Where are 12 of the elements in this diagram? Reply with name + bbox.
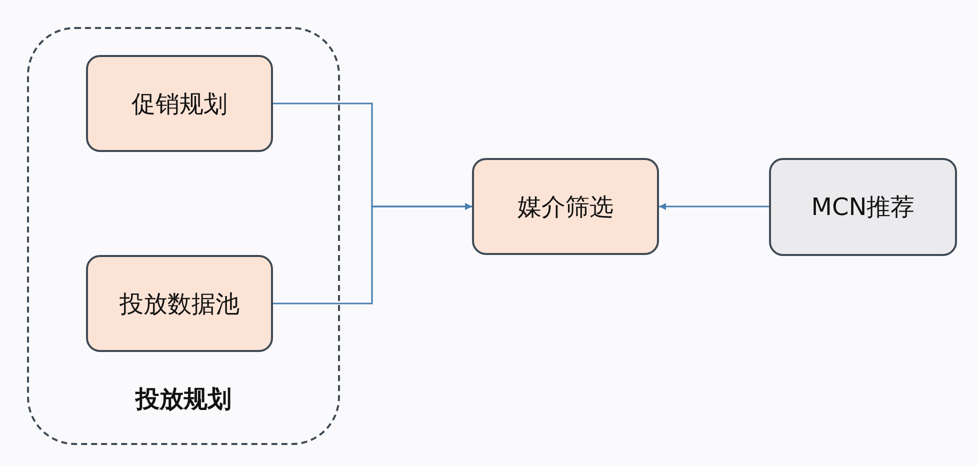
node-label: 投放数据池 <box>120 288 240 320</box>
process-box <box>769 158 957 256</box>
process-box <box>86 255 273 352</box>
process-box <box>86 55 273 152</box>
node-label: MCN推荐 <box>811 192 915 223</box>
node-label: 媒介筛选 <box>518 192 614 222</box>
arrow <box>273 203 472 304</box>
process-box <box>472 158 659 255</box>
dashed-group-box <box>27 27 340 445</box>
arrow <box>659 203 769 210</box>
node-label: 促销规划 <box>132 88 228 120</box>
group-title: 投放规划 <box>134 384 232 415</box>
